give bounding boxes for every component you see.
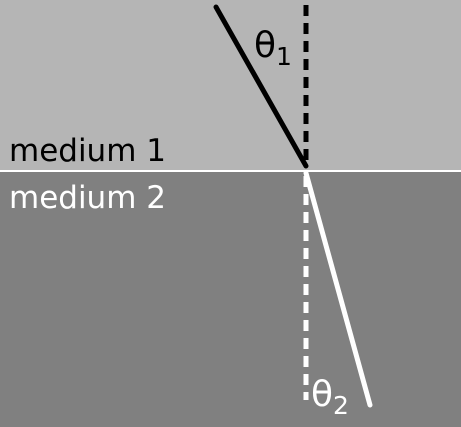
medium-1-label: medium 1 — [9, 133, 166, 169]
incident-ray — [213, 4, 309, 169]
medium-2-region — [0, 171, 461, 427]
refracted-ray — [303, 170, 373, 408]
refracted-angle-subscript: 2 — [333, 391, 349, 420]
medium-2-label: medium 2 — [9, 180, 166, 216]
refracted-angle-symbol: θ — [311, 374, 333, 415]
incident-angle-subscript: 1 — [276, 42, 292, 71]
incident-angle-label: θ1 — [254, 25, 292, 71]
refracted-angle-label: θ2 — [311, 374, 349, 420]
incident-angle-symbol: θ — [254, 25, 276, 66]
